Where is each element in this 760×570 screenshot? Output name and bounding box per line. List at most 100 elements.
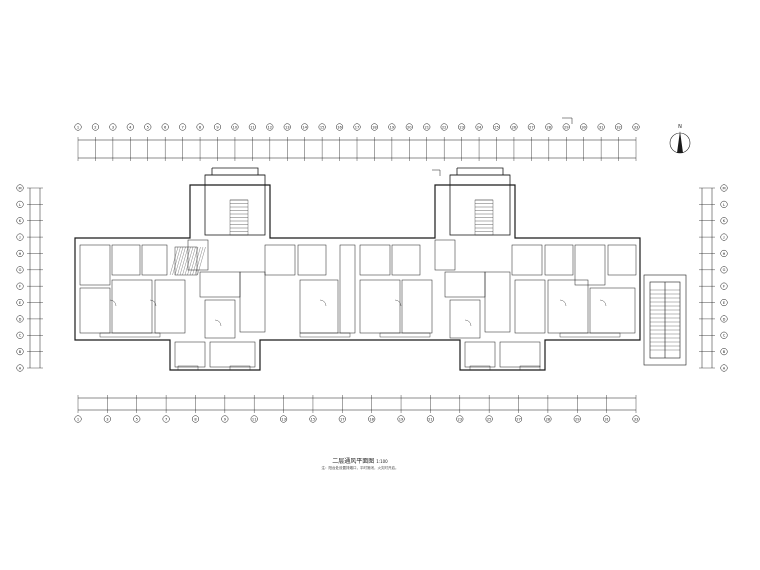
room-partitions [79,239,637,371]
top-axis-bubble [580,123,588,131]
bottom-axis-bubble [103,415,111,423]
top-axis-bubble [301,123,309,131]
left-axis-bubble [16,331,24,339]
right-axis-bubble [720,298,728,307]
room [359,279,401,334]
room [209,341,256,368]
top-axis-bubble [353,123,361,131]
right-axis-label: B [723,350,726,354]
bottom-axis-bubble [133,415,141,423]
top-axis-label: 28 [547,125,552,129]
top-axis-label: 31 [599,125,604,129]
top-axis-bubble [213,123,222,131]
left-axis-label: H [19,252,22,256]
left-axis-bubble [16,233,24,241]
room [174,341,206,368]
room [359,244,391,276]
room [589,287,636,334]
bottom-axis-bubble [485,415,493,423]
right-axis-label: E [723,301,726,305]
bottom-axis-label: 7 [165,417,167,421]
room [299,279,339,334]
right-axis-label: G [723,268,726,272]
top-axis-bubble [527,123,535,131]
top-axis-bubble [91,123,99,131]
bottom-axis-label: 3 [106,417,108,421]
bottom-axis-bubble [221,415,229,423]
right-axis-bubble [720,200,728,208]
stair-treads [229,199,494,236]
room [391,244,421,276]
bottom-axis-bubble [250,415,258,423]
top-axis-label: 26 [512,125,517,129]
bottom-axis-label: 28 [546,417,551,421]
top-axis-label: 6 [164,125,167,129]
left-axis-bubble [16,266,24,274]
room [434,239,456,271]
room [444,271,486,298]
top-axis-bubble [597,123,605,131]
room [339,244,356,334]
left-axis-bubble [16,184,24,192]
right-axis-bubble [720,249,728,258]
north-arrow-icon: N [669,124,691,154]
top-axis-label: 14 [302,125,307,129]
bottom-axis-label: 33 [634,417,639,421]
room [141,244,168,276]
room [297,244,327,276]
top-axis-bubble [126,123,134,131]
room [111,279,153,334]
top-axis-label: 29 [564,125,569,129]
top-axis-label: 3 [112,125,114,129]
bottom-axis-bubble [397,415,405,423]
bottom-axis-label: 13 [281,417,286,421]
room [111,244,141,276]
top-axis-label: 20 [407,125,412,129]
bottom-axis-bubble [368,415,376,423]
room [484,271,511,333]
left-axis-bubble [16,348,24,356]
right-axis-bubble [720,331,728,339]
top-axis-bubble [266,123,274,131]
bottom-axis-label: 23 [458,417,463,421]
bottom-axis-label: 31 [604,417,609,421]
bottom-axis-bubble [456,415,464,423]
top-axis-bubble [545,123,553,131]
top-axis-label: 13 [285,125,290,129]
top-axis-label: 25 [494,125,499,129]
left-axis-bubble [16,282,24,290]
room [204,299,236,339]
left-axis-bubble [16,315,24,323]
room [264,244,296,276]
left-axis-label: M [18,186,21,190]
top-axis-label: 17 [355,125,360,129]
right-axis-label: J [722,235,724,239]
top-axis-bubble [179,123,187,131]
bottom-axis-label: 5 [136,417,138,421]
top-axis-bubble [231,123,239,131]
right-axis-label: K [723,219,726,223]
bottom-axis-label: 27 [516,417,521,421]
left-axis-label: F [19,285,21,289]
top-axis-label: 33 [634,125,639,129]
top-axis-bubble [161,123,169,131]
top-axis-bubble [615,123,623,131]
top-axis-bubble [632,123,640,131]
right-axis-bubble [720,282,728,290]
top-axis-label: 24 [477,125,482,129]
room [199,271,241,298]
bottom-axis-bubble [191,415,200,423]
top-axis-label: 11 [250,125,255,129]
top-axis-label: 7 [181,125,183,129]
left-axis-label: L [19,203,21,207]
room [547,279,589,334]
top-axis-label: 15 [320,125,325,129]
bottom-axis-label: 18 [369,417,374,421]
left-axis-bubble [16,298,24,307]
top-axis-label: 8 [199,125,202,129]
top-axis-label: 1 [77,125,79,129]
right-axis-label: F [723,285,725,289]
top-axis-bubble [370,123,378,131]
